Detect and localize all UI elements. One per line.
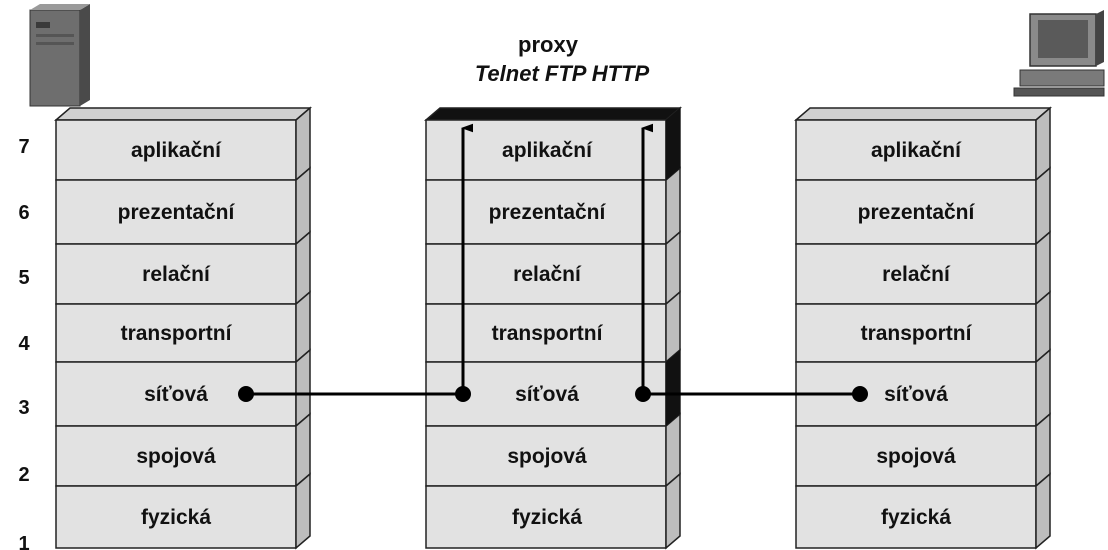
proxy-title: proxy xyxy=(518,32,579,57)
layer-number: 7 xyxy=(18,136,29,158)
layer-side xyxy=(665,166,681,246)
layer-number: 5 xyxy=(18,267,29,289)
layer-box: transportní xyxy=(425,290,681,364)
layer-front xyxy=(55,303,297,363)
layer-box: prezentační xyxy=(795,166,1051,246)
layer-label: fyzická xyxy=(512,506,582,529)
layer-box: relační xyxy=(425,230,681,306)
layer-label: prezentační xyxy=(489,201,607,224)
layer-number: 6 xyxy=(18,202,29,224)
layer-side xyxy=(295,472,311,550)
layer-label: aplikační xyxy=(502,139,593,162)
stack-right: aplikační prezentační relační transportní sí… xyxy=(793,106,1053,550)
connection-dot xyxy=(455,386,471,402)
layer-front xyxy=(795,179,1037,245)
layer-side xyxy=(295,166,311,246)
layer-box: prezentační xyxy=(55,166,311,246)
layer-number: 1 xyxy=(18,533,29,550)
layer-box: aplikační xyxy=(795,106,1051,182)
layer-label: síťová xyxy=(515,383,579,406)
layer-box: transportní xyxy=(795,290,1051,364)
layer-box: spojová xyxy=(425,412,681,488)
layer-label: relační xyxy=(882,263,951,286)
layer-box: síťová xyxy=(55,348,311,428)
layer-side xyxy=(1035,166,1051,246)
layer-label: spojová xyxy=(136,445,216,468)
layer-side xyxy=(1035,472,1051,550)
server-icon xyxy=(29,4,90,107)
layer-number: 3 xyxy=(18,397,29,419)
connection-dot xyxy=(852,386,868,402)
layer-side xyxy=(295,348,311,428)
layer-label: prezentační xyxy=(858,201,976,224)
layer-front xyxy=(795,119,1037,181)
layer-number: 4 xyxy=(18,333,30,355)
layer-front xyxy=(55,119,297,181)
stack-top-face xyxy=(53,107,313,121)
layer-front xyxy=(425,485,667,549)
layer-front xyxy=(795,303,1037,363)
layer-box: spojová xyxy=(795,412,1051,488)
layer-side xyxy=(665,472,681,550)
layer-label: prezentační xyxy=(118,201,236,224)
layer-numbers: 7 6 5 4 3 2 1 xyxy=(18,136,30,550)
layer-label: spojová xyxy=(507,445,587,468)
connection-dot xyxy=(635,386,651,402)
layer-front xyxy=(425,303,667,363)
layer-front xyxy=(55,243,297,305)
osi-stacks: aplikační prezentační relační transportní sí… xyxy=(53,106,1053,550)
layer-box: transportní xyxy=(55,290,311,364)
layer-label: transportní xyxy=(861,322,973,345)
layer-box: fyzická xyxy=(795,472,1051,550)
layer-label: relační xyxy=(142,263,211,286)
stack-left: aplikační prezentační relační transportní sí… xyxy=(53,106,313,550)
layer-label: spojová xyxy=(876,445,956,468)
proxy-overlays xyxy=(238,108,868,426)
layer-box: prezentační xyxy=(425,166,681,246)
layer-label: fyzická xyxy=(881,506,951,529)
layer-label: síťová xyxy=(144,383,208,406)
layer-label: aplikační xyxy=(131,139,222,162)
computer-icon xyxy=(1013,10,1105,97)
layer-box: aplikační xyxy=(55,106,311,182)
connection-dot xyxy=(238,386,254,402)
layer-number: 2 xyxy=(18,464,29,486)
layer-label: transportní xyxy=(492,322,604,345)
proxy-protocols: Telnet FTP HTTP xyxy=(475,61,650,86)
layer-box: síťová xyxy=(795,348,1051,428)
layer-label: aplikační xyxy=(871,139,962,162)
proxy-highlight-top xyxy=(666,108,680,180)
layer-label: fyzická xyxy=(141,506,211,529)
layer-box: fyzická xyxy=(55,472,311,550)
layer-front xyxy=(425,179,667,245)
layer-box: relační xyxy=(55,230,311,306)
layer-box: fyzická xyxy=(425,472,681,550)
stack-top-face xyxy=(793,107,1053,121)
stack-top-face xyxy=(423,107,683,121)
layer-front xyxy=(795,425,1037,487)
layer-label: transportní xyxy=(121,322,233,345)
layer-label: síťová xyxy=(884,383,948,406)
layer-label: relační xyxy=(513,263,582,286)
proxy-highlight-network xyxy=(666,350,680,426)
layer-box: spojová xyxy=(55,412,311,488)
layer-front xyxy=(55,485,297,549)
layer-side xyxy=(1035,348,1051,428)
